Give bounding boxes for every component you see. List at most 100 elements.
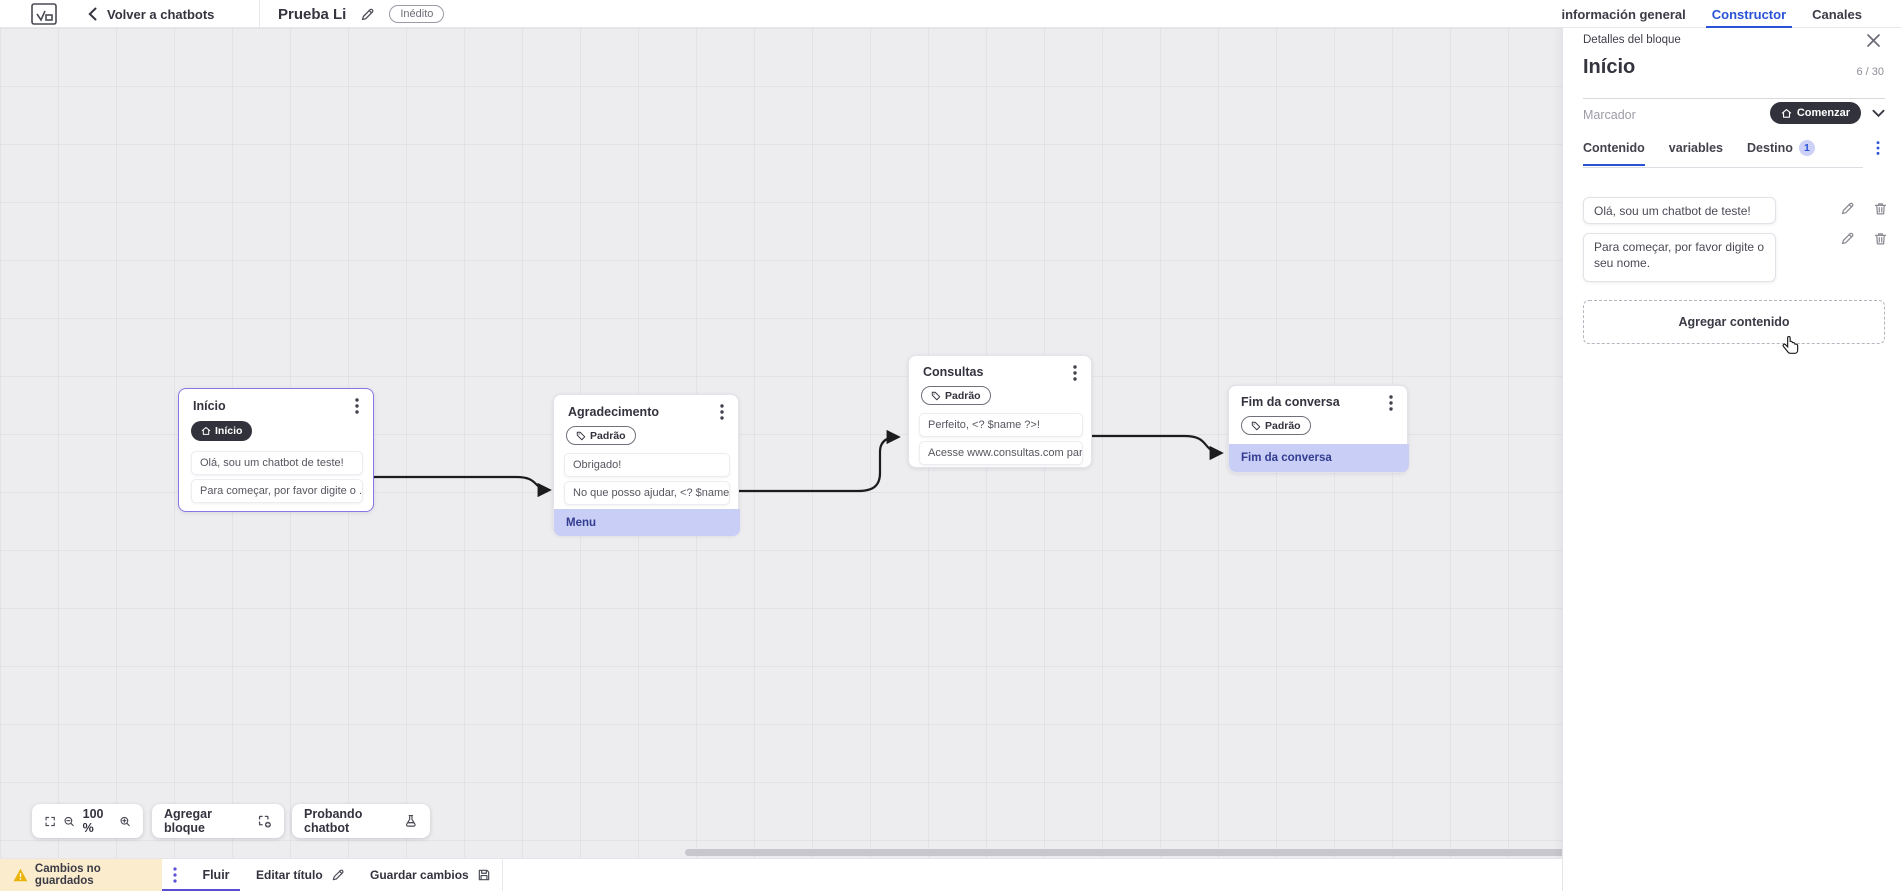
tag-icon: [1251, 421, 1261, 430]
test-chatbot-button[interactable]: Probando chatbot: [292, 804, 430, 838]
block-name-underline: [1583, 98, 1885, 99]
flask-icon: [406, 815, 417, 827]
delete-content-icon[interactable]: [1873, 201, 1888, 216]
marker-select-button[interactable]: Comenzar: [1769, 102, 1861, 124]
content-item[interactable]: Para começar, por favor digite o seu nom…: [1583, 233, 1776, 282]
block-action-menu[interactable]: Menu: [554, 509, 740, 536]
fit-screen-icon[interactable]: [44, 814, 56, 829]
panel-tabs-menu-icon[interactable]: [1871, 140, 1885, 156]
tab-constructor[interactable]: Constructor: [1705, 0, 1793, 28]
flow-block-fim-da-conversa[interactable]: Fim da conversa Padrão Fim da conversa: [1228, 385, 1409, 473]
block-message[interactable]: Acesse www.consultas.com par...: [919, 441, 1083, 465]
home-icon: [201, 426, 211, 435]
flow-block-agradecimento[interactable]: Agradecimento Padrão Obrigado! No que po…: [553, 394, 740, 536]
delete-content-icon[interactable]: [1873, 231, 1888, 246]
zoom-in-icon[interactable]: [119, 814, 131, 829]
block-details-panel: Detalles del bloque Início 6 / 30 Marcad…: [1562, 28, 1901, 891]
add-block-label: Agregar bloque: [164, 807, 212, 835]
bottom-bar: Cambios no guardados Fluir Editar título…: [0, 858, 1562, 891]
flow-menu-icon[interactable]: [168, 866, 182, 884]
edit-flow-title-button[interactable]: Editar título: [256, 859, 345, 891]
block-menu-icon[interactable]: [1383, 394, 1399, 412]
unsaved-changes-banner: Cambios no guardados: [0, 859, 162, 891]
block-message[interactable]: No que posso ajudar, <? $name ...: [564, 481, 730, 505]
flow-block-consultas[interactable]: Consultas Padrão Perfeito, <? $name ?>! …: [908, 355, 1092, 468]
block-message[interactable]: Olá, sou um chatbot de teste!: [191, 451, 363, 475]
edit-content-icon[interactable]: [1840, 231, 1855, 246]
flow-canvas[interactable]: [0, 28, 1562, 858]
mouse-cursor: [1782, 336, 1799, 354]
block-message[interactable]: Obrigado!: [564, 453, 730, 477]
marker-value: Comenzar: [1796, 107, 1850, 119]
start-badge: Início: [191, 421, 253, 441]
save-changes-button[interactable]: Guardar cambios: [370, 859, 491, 891]
home-icon: [1781, 108, 1791, 118]
block-message[interactable]: Para começar, por favor digite o ...: [191, 479, 363, 503]
tab-informacion-general[interactable]: información general: [1561, 6, 1686, 22]
start-badge-label: Início: [215, 425, 243, 437]
type-badge-label: Padrão: [590, 429, 626, 442]
horizontal-scrollbar[interactable]: [685, 849, 1613, 856]
type-badge: Padrão: [1241, 416, 1311, 435]
block-title: Fim da conversa: [1241, 395, 1340, 409]
zoom-level: 100 %: [82, 807, 104, 835]
block-message[interactable]: Perfeito, <? $name ?>!: [919, 413, 1083, 437]
block-title: Consultas: [923, 365, 984, 379]
zoom-toolbar: 100 %: [32, 804, 143, 838]
unsaved-changes-label: Cambios no guardados: [34, 863, 101, 887]
tab-variables[interactable]: variables: [1669, 140, 1723, 166]
block-action-end[interactable]: Fim da conversa: [1229, 444, 1409, 472]
chatbot-title: Prueba Li: [278, 5, 347, 23]
pencil-icon: [332, 869, 344, 881]
back-to-chatbots[interactable]: Volver a chatbots: [88, 0, 214, 28]
status-badge: Inédito: [389, 5, 445, 23]
app-logo-icon: [31, 3, 57, 25]
close-icon[interactable]: [1866, 33, 1881, 48]
tab-destino-label: Destino: [1747, 141, 1793, 155]
back-label: Volver a chatbots: [107, 6, 215, 22]
block-menu-icon[interactable]: [714, 403, 730, 421]
add-block-icon: [258, 815, 271, 828]
add-block-button[interactable]: Agregar bloque: [152, 804, 284, 838]
save-icon: [478, 869, 489, 881]
flow-tab-fluir[interactable]: Fluir: [202, 868, 230, 882]
tab-contenido[interactable]: Contenido: [1583, 140, 1645, 166]
footer-divider: [502, 859, 503, 891]
header-divider: [259, 0, 260, 28]
edit-flow-title-label: Editar título: [256, 868, 323, 882]
save-changes-label: Guardar cambios: [370, 868, 469, 882]
type-badge-label: Padrão: [945, 389, 981, 402]
type-badge: Padrão: [921, 386, 991, 405]
char-counter: 6 / 30: [1856, 66, 1884, 78]
marker-label: Marcador: [1583, 108, 1636, 122]
tab-contenido-label: Contenido: [1583, 141, 1645, 155]
block-title: Início: [193, 399, 226, 413]
header-tabs: información general Constructor Canales: [1561, 0, 1862, 28]
add-content-button[interactable]: Agregar contenido: [1583, 300, 1885, 344]
edit-content-icon[interactable]: [1840, 201, 1855, 216]
tag-icon: [576, 431, 586, 440]
test-chatbot-label: Probando chatbot: [304, 807, 363, 835]
flow-tab-underline: [162, 889, 240, 891]
zoom-out-icon[interactable]: [63, 814, 75, 829]
type-badge: Padrão: [566, 426, 636, 445]
chevron-left-icon: [88, 7, 97, 21]
warning-icon: [13, 868, 28, 882]
block-name-input[interactable]: Início: [1583, 56, 1636, 78]
chatbot-title-area: Prueba Li Inédito: [278, 0, 445, 28]
block-menu-icon[interactable]: [349, 397, 365, 415]
chevron-down-icon[interactable]: [1872, 107, 1885, 120]
panel-tabs-divider: [1583, 167, 1863, 168]
tab-variables-label: variables: [1668, 141, 1724, 155]
edit-title-icon[interactable]: [360, 7, 375, 22]
flow-block-inicio[interactable]: Início Início Olá, sou um chatbot de tes…: [178, 388, 374, 512]
block-menu-icon[interactable]: [1067, 364, 1083, 382]
tab-canales[interactable]: Canales: [1812, 6, 1862, 22]
panel-header-title: Detalles del bloque: [1583, 34, 1681, 46]
top-header: Volver a chatbots Prueba Li Inédito info…: [0, 0, 1901, 28]
content-item[interactable]: Olá, sou um chatbot de teste!: [1583, 197, 1776, 224]
tag-icon: [931, 391, 941, 400]
